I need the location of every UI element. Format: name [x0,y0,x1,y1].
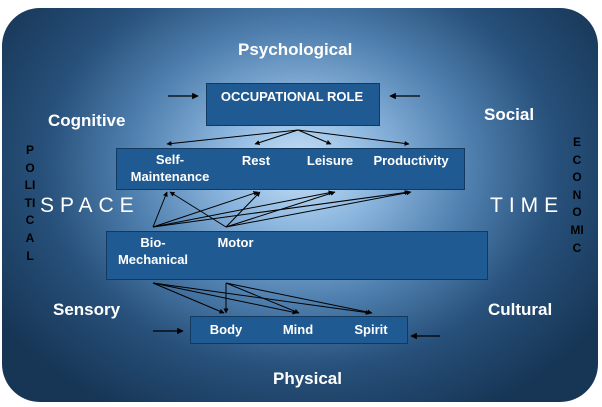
label-social: Social [484,105,535,124]
component-bio-mechanical: Bio- Mechanical [117,235,189,267]
role-to-occupations-arrows [166,129,410,147]
person-to-components-arrows [152,282,373,315]
label-sensory: Sensory [53,300,121,319]
performance-components-box [106,231,488,280]
label-economic: ECONOMIC [570,135,584,255]
person-box [190,316,408,344]
label-space: SPACE [40,194,140,217]
label-cultural: Cultural [488,300,553,319]
occupation-productivity: Productivity [373,153,449,168]
person-mind: Mind [282,322,314,337]
label-cognitive: Cognitive [48,111,126,130]
label-time: TIME [490,194,565,217]
occupation-self-maintenance: Self- Maintenance [130,152,210,184]
label-political: POLITICAL [24,143,36,263]
component-motor: Motor [217,235,254,250]
occupations-box [116,148,465,190]
occupation-leisure: Leisure [306,153,354,168]
label-physical: Physical [273,369,342,388]
occupational-role-label: OCCUPATIONAL ROLE [220,89,364,104]
components-to-occupations-arrows [152,190,412,228]
person-body: Body [209,322,243,337]
occupational-role-box [206,83,380,126]
person-spirit: Spirit [354,322,388,337]
label-psychological: Psychological [238,40,353,59]
occupation-rest: Rest [241,153,271,168]
